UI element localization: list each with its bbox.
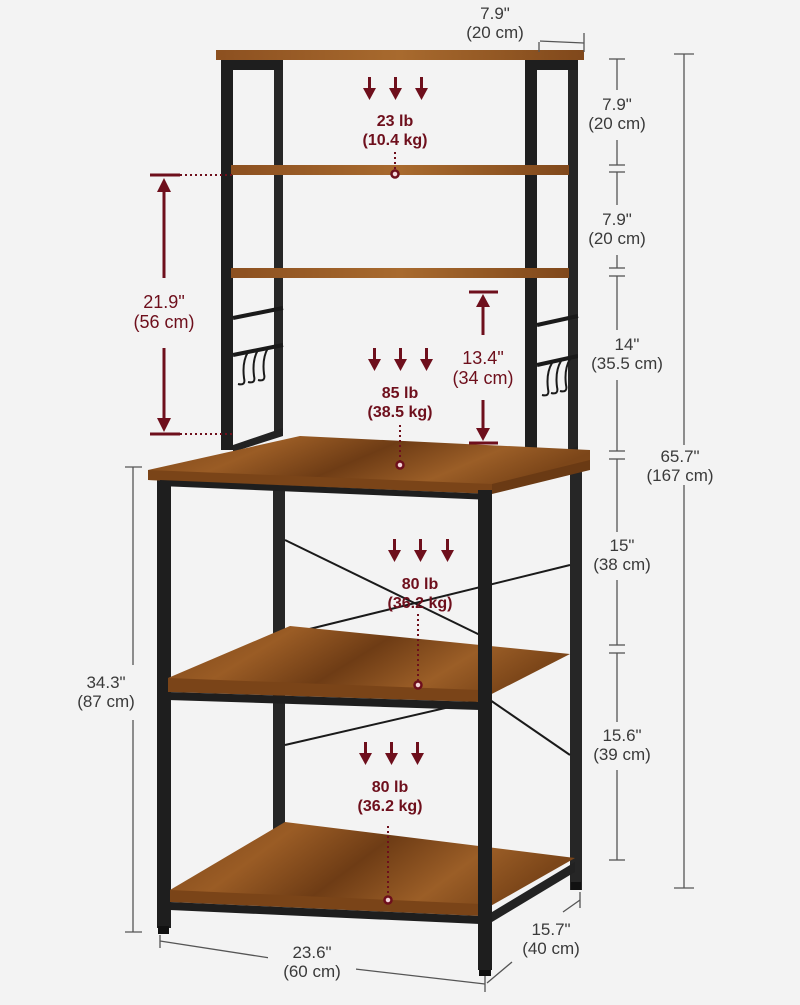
dim-inches: 15.6" — [602, 726, 642, 745]
arrow-down-icon — [368, 348, 381, 371]
dim-inches: 7.9" — [602, 95, 632, 114]
second-tier-gap-label: 7.9" (20 cm) — [580, 210, 654, 248]
front-right-leg — [478, 490, 492, 970]
s-hooks-right — [541, 358, 571, 397]
dim-cm: (34 cm) — [452, 368, 514, 388]
load-leaders — [180, 152, 419, 898]
dim-inches: 7.9" — [480, 4, 510, 23]
dim-inches: 7.9" — [602, 210, 632, 229]
load-kg: (36.2 kg) — [387, 595, 453, 612]
top-tier-gap-label: 7.9" (20 cm) — [580, 95, 654, 133]
middle-shelf — [168, 626, 570, 710]
counter-load: 85 lb (38.5 kg) — [354, 384, 446, 422]
dim-inches: 13.4" — [462, 348, 504, 368]
s-hooks-left — [237, 347, 269, 386]
depth-label: 15.7" (40 cm) — [510, 920, 592, 958]
arrow-down-icon — [363, 77, 376, 100]
hutch-shelves — [216, 50, 584, 278]
middle-shelf-load: 80 lb (36.2 kg) — [374, 575, 466, 613]
arrow-down-icon — [414, 539, 427, 562]
dim-cm: (39 cm) — [593, 745, 651, 764]
dim-cm: (20 cm) — [466, 23, 524, 42]
hutch-lower-gap-label: 14" (35.5 cm) — [578, 335, 676, 373]
top-shelf-load: 23 lb (10.4 kg) — [350, 112, 440, 150]
dim-inches: 23.6" — [292, 943, 332, 962]
arrow-down-icon — [415, 77, 428, 100]
dim-inches: 21.9" — [143, 292, 185, 312]
dim-cm: (87 cm) — [77, 692, 135, 711]
hutch-height-label: 21.9" (56 cm) — [116, 292, 212, 332]
dim-inches: 34.3" — [86, 673, 126, 692]
dimension-lines — [125, 33, 694, 992]
bottom-shelf-load: 80 lb (36.2 kg) — [344, 778, 436, 816]
arrow-down-icon — [389, 77, 402, 100]
dim-inches: 65.7" — [660, 447, 700, 466]
load-kg: (36.2 kg) — [357, 798, 423, 815]
load-lb: 80 lb — [371, 779, 409, 796]
dim-inches: 14" — [614, 335, 640, 354]
dim-cm: (60 cm) — [283, 962, 341, 981]
dim-cm: (40 cm) — [522, 939, 580, 958]
dim-cm: (38 cm) — [593, 555, 651, 574]
dim-cm: (20 cm) — [588, 114, 646, 133]
load-lb: 85 lb — [381, 385, 419, 402]
dim-cm: (167 cm) — [646, 466, 714, 485]
arrow-down-icon — [420, 348, 433, 371]
hutch-height-dimension — [150, 173, 180, 436]
clearance-label: 13.4" (34 cm) — [440, 348, 526, 388]
dim-inches: 15.7" — [531, 920, 571, 939]
load-lb: 23 lb — [376, 113, 414, 130]
arrow-down-icon — [385, 742, 398, 765]
total-height-label: 65.7" (167 cm) — [636, 447, 724, 485]
load-lb: 80 lb — [401, 576, 439, 593]
width-label: 23.6" (60 cm) — [268, 943, 356, 981]
counter-height-label: 34.3" (87 cm) — [66, 673, 146, 711]
counter-to-middle-label: 15" (38 cm) — [582, 536, 662, 574]
load-point-markers — [383, 169, 423, 905]
dim-inches: 15" — [609, 536, 635, 555]
dim-cm: (35.5 cm) — [591, 354, 663, 373]
top-depth-label: 7.9" (20 cm) — [450, 4, 540, 42]
bottom-shelf — [170, 822, 575, 924]
arrow-down-icon — [441, 539, 454, 562]
arrow-down-icon — [394, 348, 407, 371]
load-kg: (10.4 kg) — [362, 132, 428, 149]
hutch-frame — [221, 60, 579, 470]
load-arrows — [359, 77, 454, 765]
counter-top — [148, 436, 590, 500]
arrow-down-icon — [388, 539, 401, 562]
dim-cm: (56 cm) — [133, 312, 195, 332]
middle-to-bottom-label: 15.6" (39 cm) — [582, 726, 662, 764]
load-kg: (38.5 kg) — [367, 404, 433, 421]
arrow-down-icon — [359, 742, 372, 765]
arrow-down-icon — [411, 742, 424, 765]
clearance-dimension — [469, 290, 498, 445]
dim-cm: (20 cm) — [588, 229, 646, 248]
